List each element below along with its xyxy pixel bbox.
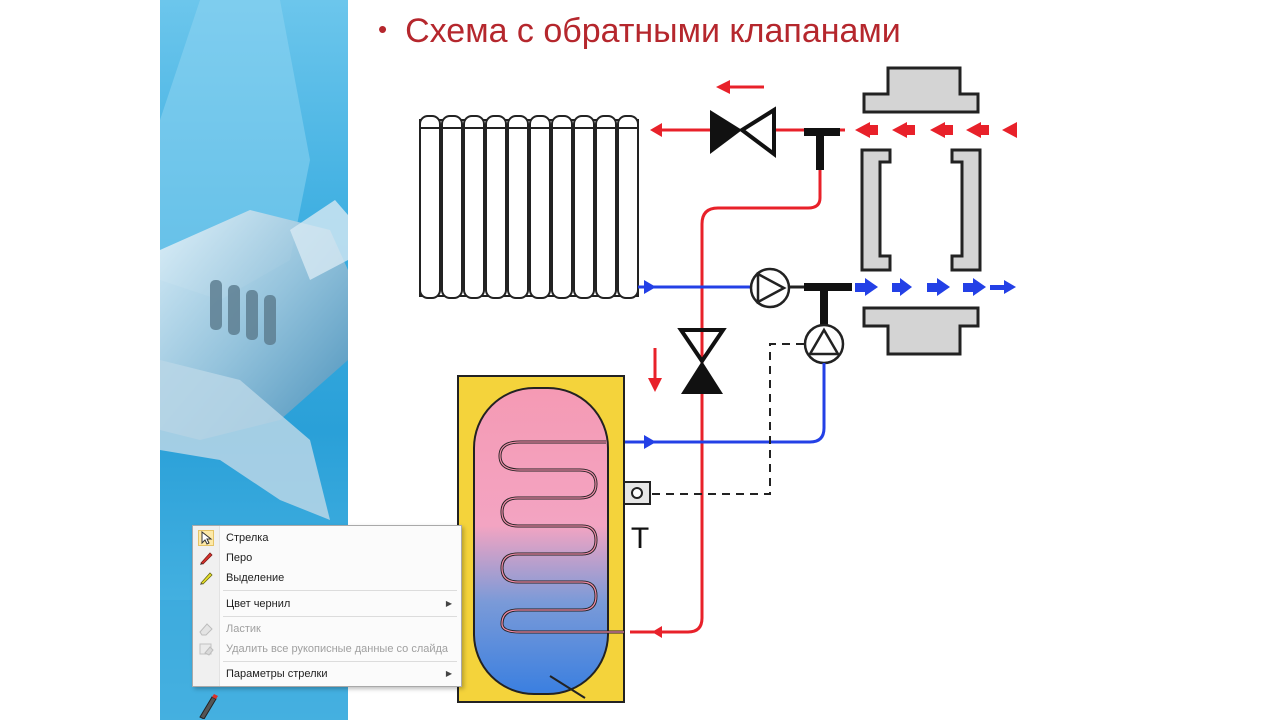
slide-title-text: Схема с обратными клапанами bbox=[405, 12, 901, 50]
ink-context-menu: Стрелка Перо Выделение Цвет чернил ▶ Лас… bbox=[192, 525, 462, 687]
slideshow-pen-pointer-icon[interactable] bbox=[198, 693, 222, 719]
tee-top bbox=[804, 128, 840, 170]
check-valve-vertical bbox=[677, 328, 727, 394]
cold-tank-line bbox=[606, 363, 826, 449]
menu-icon-gutter bbox=[193, 526, 220, 686]
flow-arrow-left bbox=[716, 80, 764, 94]
tee-bottom bbox=[804, 283, 852, 327]
menu-item-highlighter[interactable]: Выделение bbox=[193, 568, 461, 588]
highlighter-icon bbox=[198, 570, 214, 586]
menu-item-label: Ластик bbox=[226, 623, 261, 635]
water-heater-tank bbox=[457, 375, 625, 703]
menu-separator bbox=[223, 661, 457, 662]
erase-all-icon bbox=[198, 641, 214, 657]
cold-flow-arrows bbox=[855, 278, 1016, 296]
menu-item-label: Стрелка bbox=[226, 532, 269, 544]
eraser-icon bbox=[198, 621, 214, 637]
menu-item-label: Удалить все рукописные данные со слайда bbox=[226, 643, 449, 655]
heating-diagram: Т bbox=[419, 66, 1017, 703]
menu-item-pen[interactable]: Перо bbox=[193, 548, 461, 568]
circulation-pump-2 bbox=[803, 323, 845, 365]
hot-flow-arrows bbox=[855, 122, 1017, 138]
hot-supply-line bbox=[630, 123, 845, 638]
hydraulic-separator bbox=[860, 66, 982, 356]
radiator bbox=[419, 115, 639, 299]
menu-item-ink-color[interactable]: Цвет чернил ▶ bbox=[193, 594, 461, 614]
check-valve-top bbox=[710, 106, 776, 158]
menu-separator bbox=[223, 616, 457, 617]
menu-item-label: Перо bbox=[226, 552, 253, 564]
menu-separator bbox=[223, 590, 457, 591]
menu-item-label: Выделение bbox=[226, 572, 285, 584]
control-dashed-line bbox=[636, 343, 804, 495]
menu-item-eraser[interactable]: Ластик bbox=[193, 619, 461, 639]
temperature-sensor bbox=[623, 481, 651, 505]
arrow-cursor-icon bbox=[198, 530, 214, 546]
menu-item-arrow[interactable]: Стрелка bbox=[193, 528, 461, 548]
menu-item-arrow-options[interactable]: Параметры стрелки ▶ bbox=[193, 664, 461, 684]
menu-item-label: Цвет чернил bbox=[226, 598, 291, 610]
submenu-arrow-icon: ▶ bbox=[445, 669, 452, 678]
submenu-arrow-icon: ▶ bbox=[445, 599, 452, 608]
bullet-icon: • bbox=[378, 14, 388, 44]
letterbox-left bbox=[0, 0, 160, 720]
flow-arrow-down bbox=[648, 348, 662, 392]
pen-icon bbox=[198, 550, 214, 566]
sensor-label: Т bbox=[631, 522, 649, 555]
menu-item-erase-all[interactable]: Удалить все рукописные данные со слайда bbox=[193, 639, 461, 659]
circulation-pump-1 bbox=[749, 267, 791, 309]
slide-title: • Схема с обратными клапанами bbox=[378, 12, 901, 51]
menu-item-label: Параметры стрелки bbox=[226, 668, 328, 680]
